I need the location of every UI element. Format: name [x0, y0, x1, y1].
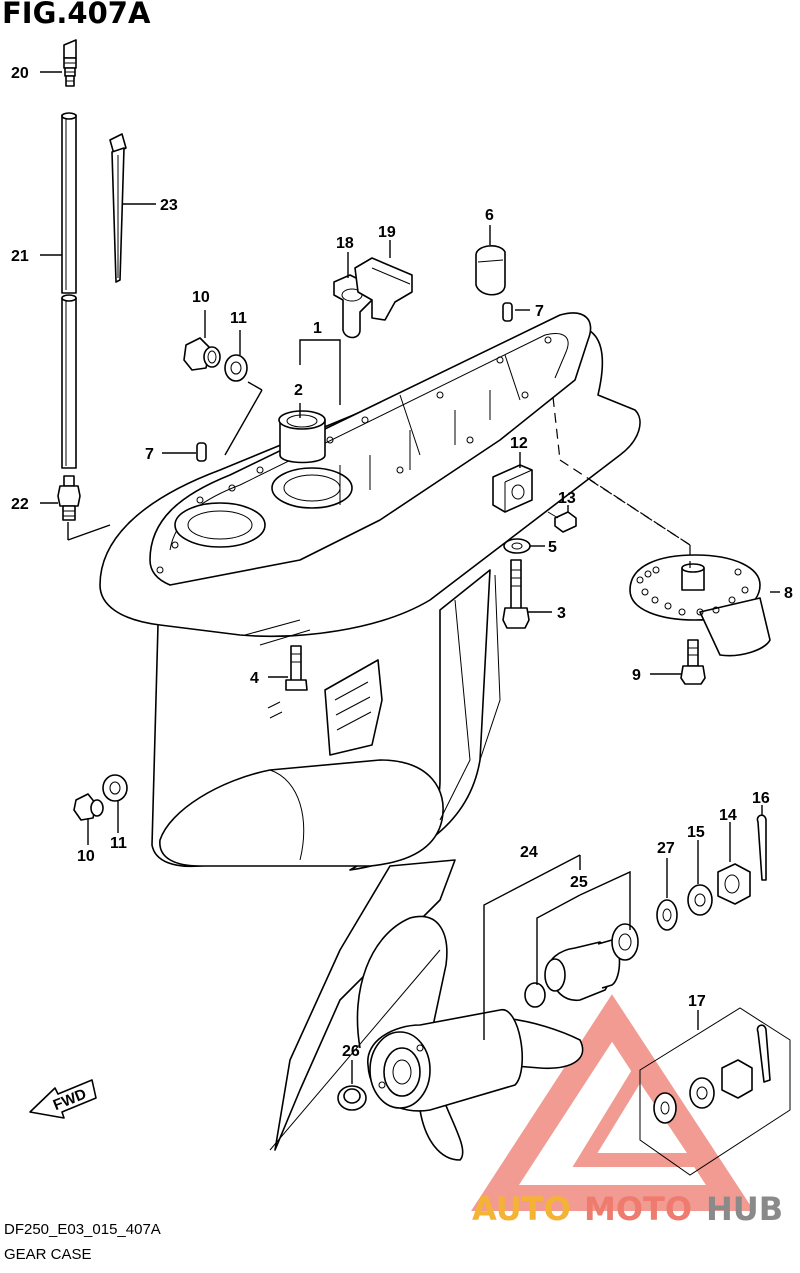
callout-4: 4 — [250, 670, 259, 687]
part-26-cotter-pin — [756, 814, 767, 881]
callout-9: 9 — [632, 667, 641, 684]
part-10-plug-lower — [73, 793, 104, 821]
part-19-cable-tie — [109, 133, 127, 283]
callout-16: 20 — [11, 65, 29, 82]
callout-3: 3 — [557, 605, 566, 622]
callout-6: 6 — [485, 207, 494, 224]
gear-case-housing — [99, 312, 641, 1151]
callout-17: 21 — [11, 248, 29, 265]
callout-2: 2 — [294, 382, 303, 399]
callout-13: 13 — [558, 490, 576, 507]
part-16-nipple — [63, 39, 77, 87]
part-5-washer — [503, 538, 531, 554]
callout-23: 27 — [657, 840, 675, 857]
callout-22: 26 — [342, 1043, 360, 1060]
part-9-bolt — [680, 639, 706, 685]
callout-12: 12 — [510, 435, 528, 452]
part-7-pin-upper — [502, 302, 513, 322]
part-17-rod — [61, 112, 77, 469]
part-7-pin-lower — [196, 442, 207, 462]
fwd-badge: FWD — [29, 1079, 97, 1119]
watermark-hub: HUB — [706, 1190, 783, 1228]
part-22-washer — [337, 1085, 367, 1111]
part-13-bolt — [547, 511, 577, 533]
watermark-text: AUTO MOTO HUB — [472, 1190, 783, 1228]
callout-10-upper: 10 — [192, 289, 210, 306]
callout-1: 1 — [313, 320, 322, 337]
callout-10-lower: 10 — [77, 848, 95, 865]
callout-8: 8 — [784, 585, 793, 602]
callout-11-lower: 11 — [110, 835, 127, 852]
figure-code: DF250_E03_015_407A — [4, 1221, 161, 1238]
callout-24: 14 — [719, 807, 737, 824]
callout-20: 24 — [520, 844, 538, 861]
callout-21: 25 — [570, 874, 588, 891]
callout-11-upper: 11 — [230, 310, 247, 327]
leader-lines — [40, 71, 780, 1151]
callout-26: 16 — [752, 790, 770, 807]
part-6-cap — [475, 245, 506, 296]
part-8-trim-tab — [629, 554, 771, 657]
part-24-nut — [717, 863, 751, 905]
part-15-plate — [354, 257, 413, 321]
part-10-plug-upper — [183, 337, 221, 371]
figure-title: FIG.407A — [2, 0, 151, 30]
callout-18: 22 — [11, 496, 29, 513]
callout-14: 18 — [336, 235, 354, 252]
part-21-bushing — [524, 923, 639, 1008]
part-27-kit — [639, 1007, 791, 1176]
callout-19: 23 — [160, 197, 178, 214]
part-11-washer-lower — [102, 774, 128, 802]
watermark-moto: MOTO — [584, 1190, 692, 1228]
part-25-washer — [687, 884, 713, 916]
callout-5: 5 — [548, 539, 557, 556]
watermark-auto: AUTO — [472, 1190, 571, 1228]
callout-7-lower: 7 — [145, 446, 154, 463]
callout-7-upper: 7 — [535, 303, 544, 320]
callout-25: 15 — [687, 824, 705, 841]
part-23-washer — [656, 899, 678, 931]
part-18-fitting — [57, 475, 81, 521]
figure-name: GEAR CASE — [4, 1246, 92, 1263]
callout-labels: 20 21 22 23 1 2 10 11 7 7 6 18 19 12 13 … — [11, 65, 793, 1060]
part-4-stud — [285, 645, 308, 691]
part-3-bolt — [502, 559, 530, 629]
part-11-washer-upper — [224, 354, 248, 382]
callout-15: 19 — [378, 224, 396, 241]
callout-27: 17 — [688, 993, 706, 1010]
